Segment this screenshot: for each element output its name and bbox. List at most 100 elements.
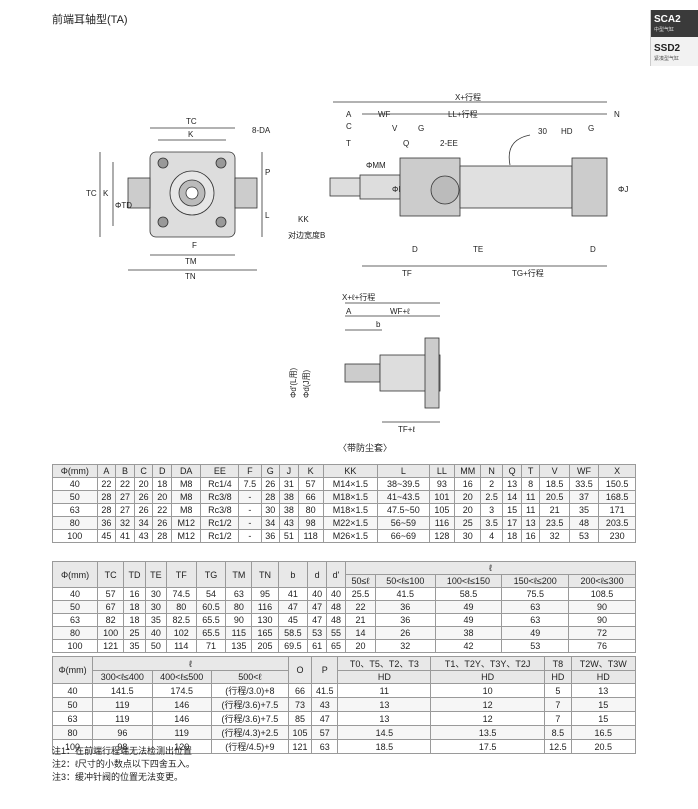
table-cell: 58.5 [277, 626, 309, 640]
table-cell: 119 [151, 725, 212, 740]
dim-tc-label: TC [186, 117, 197, 126]
table-cell: 53 [568, 529, 600, 543]
table-header-cell: 50≤ℓ [344, 574, 377, 588]
table-cell: 48 [326, 613, 346, 627]
table-cell: 17.5 [430, 739, 546, 754]
table-header-cell: TC [97, 561, 125, 588]
table-cell: 105 [287, 725, 313, 740]
table-header-cell: K [297, 464, 324, 478]
table-cell: 61 [307, 639, 328, 653]
boot-wf-label: WF+ℓ [390, 307, 410, 316]
table-header-cell: N [480, 464, 504, 478]
dim-p-label: P [265, 168, 270, 177]
table-cell: 34 [260, 516, 281, 530]
table-header-cell: 100<ℓ≤150 [434, 574, 503, 588]
table-header-cell: TG [195, 561, 227, 588]
table-cell: 38~39.5 [377, 477, 430, 491]
table-header-cell: B [115, 464, 135, 478]
table-cell: 48 [326, 600, 346, 614]
table-cell: 74.5 [165, 587, 197, 601]
table-cell: 114 [165, 639, 197, 653]
table-cell: 102 [165, 626, 197, 640]
table-header-cell: P [311, 656, 339, 684]
table-cell: 22 [115, 477, 135, 491]
table-cell: 12 [430, 697, 546, 712]
table-header-cell: A [96, 464, 117, 478]
table-header-cell: TE [144, 561, 167, 588]
series-tab-sca2[interactable]: SCA2 [651, 10, 698, 26]
page-title: 前端耳轴型(TA) [52, 14, 128, 26]
table-cell: 116 [251, 600, 279, 614]
dim-tf-label: TF [402, 269, 412, 278]
dim-mm-label: ΦMM [366, 161, 386, 170]
dim-ll-label: LL+行程 [448, 109, 478, 119]
dim-hd-label: HD [561, 127, 573, 136]
table-cell: 7 [544, 711, 572, 726]
table-cell: M12 [171, 516, 202, 530]
table-cell: 17 [502, 516, 522, 530]
table-cell: 8.5 [544, 725, 572, 740]
table-cell: 13 [570, 683, 637, 698]
table-cell: 40 [326, 587, 346, 601]
table-cell: 4 [480, 529, 504, 543]
note-1: 注1：在前端行程端无法检测出位置 [52, 746, 193, 756]
table-cell: 26 [133, 503, 154, 517]
dim-q-label: Q [403, 139, 409, 148]
table-cell: 7 [544, 697, 572, 712]
table-cell: 116 [428, 516, 456, 530]
table-cell: 60.5 [195, 600, 227, 614]
table-cell: M8 [171, 490, 202, 504]
table-header-cell: T [520, 464, 541, 478]
table-cell: 47 [311, 711, 339, 726]
table-cell: 128 [428, 529, 456, 543]
table-header-cell: d [307, 561, 328, 588]
table-cell: 40 [52, 477, 98, 491]
table-cell: 115 [225, 626, 253, 640]
table-cell: 47 [277, 600, 309, 614]
table-cell: 13 [337, 711, 432, 726]
table-cell: 18 [152, 477, 173, 491]
dim-tg-label: TG+行程 [512, 268, 544, 278]
table-header-cell: Q [502, 464, 522, 478]
table-cell: (行程/3.0)+8 [210, 683, 289, 698]
table-cell: 27 [115, 490, 135, 504]
dim-x-label: X+行程 [455, 92, 481, 102]
table-cell: 165 [251, 626, 279, 640]
table-cell: 5 [544, 683, 572, 698]
series-side-tab: SCA2 中型气缸 SSD2 紧凑型气缸 [650, 10, 698, 66]
dim-d-label: D [412, 245, 418, 254]
dim-30-label: 30 [538, 127, 547, 136]
boot-b-label: b [376, 320, 381, 329]
table-cell: 26 [260, 477, 281, 491]
table-cell: 25 [454, 516, 482, 530]
table-cell: 63 [501, 600, 570, 614]
table-cell: M12 [171, 529, 202, 543]
table-cell: 49 [501, 626, 570, 640]
table-cell: 43 [133, 529, 154, 543]
table-cell: 119 [92, 697, 153, 712]
table-header-cell: J [279, 464, 299, 478]
dim-n-label: N [614, 110, 620, 119]
table-cell: 56~59 [377, 516, 430, 530]
table-header-cell: HD [570, 670, 637, 684]
table-cell: - [238, 490, 262, 504]
dim-tn-label: TN [185, 272, 196, 281]
dim-k-label: K [188, 130, 194, 139]
table-cell: 75.5 [501, 587, 570, 601]
table-header-cell: 200<ℓ≤300 [568, 574, 636, 588]
table-cell: Rc1/2 [200, 529, 240, 543]
table-cell: 16 [454, 477, 482, 491]
table-cell: Rc3/8 [200, 490, 240, 504]
table-cell: 135 [225, 639, 253, 653]
table-cell: 18.5 [337, 739, 432, 754]
table-cell: 100 [52, 529, 98, 543]
series-tab-ssd2[interactable]: SSD2 [654, 43, 681, 54]
dim-t-label: T [346, 139, 351, 148]
table-cell: 12.5 [544, 739, 572, 754]
